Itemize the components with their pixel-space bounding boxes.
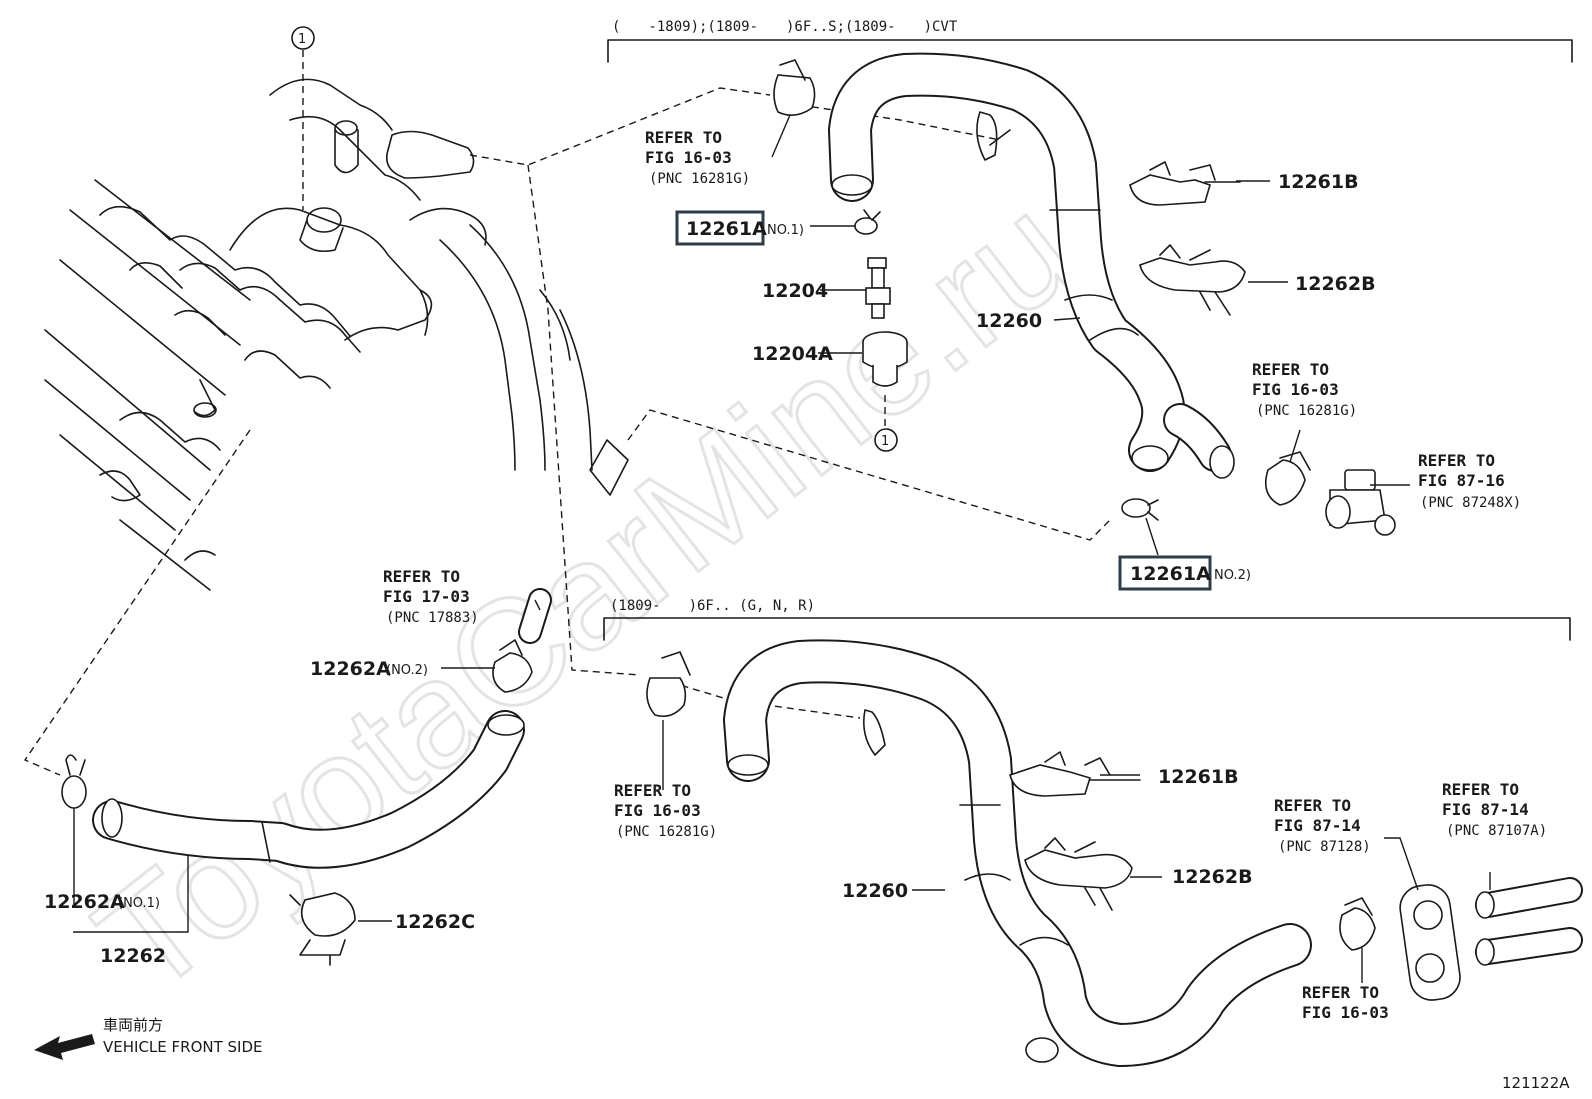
refer-to-87128-line1: REFER TO (1274, 796, 1351, 815)
union-87248X (1325, 469, 1396, 536)
label-12204A[interactable]: 12204A (752, 343, 833, 365)
hose-12262 (92, 710, 525, 869)
clip-12261A-no1 (854, 209, 881, 235)
refer-to-87248X-line3: (PNC 87248X) (1420, 495, 1521, 511)
refer-to-16281G-top-line1: REFER TO (645, 128, 722, 147)
label-12262B-top[interactable]: 12262B (1295, 273, 1376, 295)
label-12262A-no1-qualifier: (NO.1) (118, 896, 160, 911)
callout-marker-1-bottom-text: 1 (881, 434, 889, 449)
refer-to-87107A-line1: REFER TO (1442, 780, 1519, 799)
label-12204[interactable]: 12204 (762, 280, 828, 302)
label-12261B-bottom[interactable]: 12261B (1158, 766, 1239, 788)
pipe-17883 (518, 588, 552, 644)
hose-12260-top (828, 52, 1235, 479)
pipes-87107A (1475, 877, 1583, 966)
clip-12261A-no2 (1121, 498, 1159, 521)
label-12262C[interactable]: 12262C (395, 911, 475, 933)
grommet-12204A (862, 331, 908, 430)
label-12262[interactable]: 12262 (100, 945, 166, 967)
highlight-box-12261A-no1 (675, 210, 765, 246)
refer-to-16281G-right-line1: REFER TO (1252, 360, 1329, 379)
figure-id: 121122A (1502, 1074, 1570, 1092)
clip-12262B-bottom (1024, 837, 1133, 911)
refer-to-87128-line3: (PNC 87128) (1278, 839, 1371, 855)
label-12262A-no2[interactable]: 12262A (310, 658, 391, 680)
watermark: ToyotaCarMine.ru (65, 162, 1104, 1026)
refer-to-16281G-bottom-line2: FIG 16-03 (614, 801, 701, 820)
clip-12262A-no1 (61, 754, 87, 809)
direction-label-en: VEHICLE FRONT SIDE (103, 1038, 263, 1056)
clamp-16281G-bottom-right (1339, 897, 1376, 951)
label-12260-bottom[interactable]: 12260 (842, 880, 908, 902)
grommet-87128 (1399, 884, 1461, 1001)
callout-marker-1-top-text: 1 (298, 32, 306, 47)
hose-12260-bottom (723, 639, 1312, 1067)
clip-12261B-top (1129, 161, 1241, 206)
refer-to-87107A-line3: (PNC 87107A) (1446, 823, 1547, 839)
label-12262B-bottom[interactable]: 12262B (1172, 866, 1253, 888)
section-header-top: ( -1809);(1809- )6F..S;(1809- )CVT (607, 19, 1573, 63)
label-12262A-no2-qualifier: (NO.2) (386, 663, 428, 678)
leader-lines (73, 114, 1491, 983)
clip-12261B-bottom (1009, 751, 1141, 797)
callout-marker-1-bottom: 1 (874, 428, 898, 452)
dashed-connectors (23, 87, 1111, 776)
refer-to-87248X-line2: FIG 87-16 (1418, 471, 1505, 490)
refer-to-17883-line2: FIG 17-03 (383, 587, 470, 606)
refer-to-16281G-bottom-line3: (PNC 16281G) (616, 824, 717, 840)
header-top-text: ( -1809);(1809- )6F..S;(1809- )CVT (612, 19, 958, 35)
refer-to-87107A-line2: FIG 87-14 (1442, 800, 1529, 819)
refer-to-87128-line2: FIG 87-14 (1274, 816, 1361, 835)
label-12262A-no1[interactable]: 12262A (44, 891, 125, 913)
watermark-text: ToyotaCarMine.ru (66, 164, 1102, 1025)
label-12261A-no2[interactable]: 12261A (1130, 563, 1211, 585)
label-12261B-top[interactable]: 12261B (1278, 171, 1359, 193)
clip-12262B-top (1139, 244, 1246, 316)
label-12260-top[interactable]: 12260 (976, 310, 1042, 332)
clamp-16281G-top (773, 59, 816, 116)
refer-to-17883-line1: REFER TO (383, 567, 460, 586)
clamp-12262A-no2 (492, 639, 533, 693)
refer-to-16281G-right-line3: (PNC 16281G) (1256, 403, 1357, 419)
label-12261A-no2-qualifier: NO.2) (1214, 568, 1251, 583)
label-12261A-no1-qualifier: NO.1) (767, 223, 804, 238)
refer-to-16281G-bottom-right-line1: REFER TO (1302, 983, 1379, 1002)
header-bottom-text: (1809- )6F.. (G, N, R) (610, 598, 815, 614)
refer-to-16281G-top-line2: FIG 16-03 (645, 148, 732, 167)
refer-to-16281G-top-line3: (PNC 16281G) (649, 171, 750, 187)
label-12261A-no1[interactable]: 12261A (686, 218, 767, 240)
refer-to-16281G-bottom-right-line2: FIG 16-03 (1302, 1003, 1389, 1022)
clamp-16281G-bottom (646, 651, 691, 718)
section-header-bottom: (1809- )6F.. (G, N, R) (603, 598, 1571, 641)
clamp-16281G-right (1264, 451, 1311, 506)
vehicle-front-arrow (34, 1034, 95, 1060)
refer-to-16281G-bottom-line1: REFER TO (614, 781, 691, 800)
engine-block-illustration (44, 78, 629, 591)
clamp-12262C (289, 892, 356, 966)
refer-to-87248X-line1: REFER TO (1418, 451, 1495, 470)
direction-label-jp: 車両前方 (103, 1016, 163, 1034)
pcv-valve-12204 (865, 257, 891, 319)
callout-marker-1-top: 1 (291, 26, 315, 210)
highlight-box-12261A-no2 (1118, 555, 1212, 591)
refer-to-16281G-right-line2: FIG 16-03 (1252, 380, 1339, 399)
refer-to-17883-line3: (PNC 17883) (386, 610, 479, 626)
